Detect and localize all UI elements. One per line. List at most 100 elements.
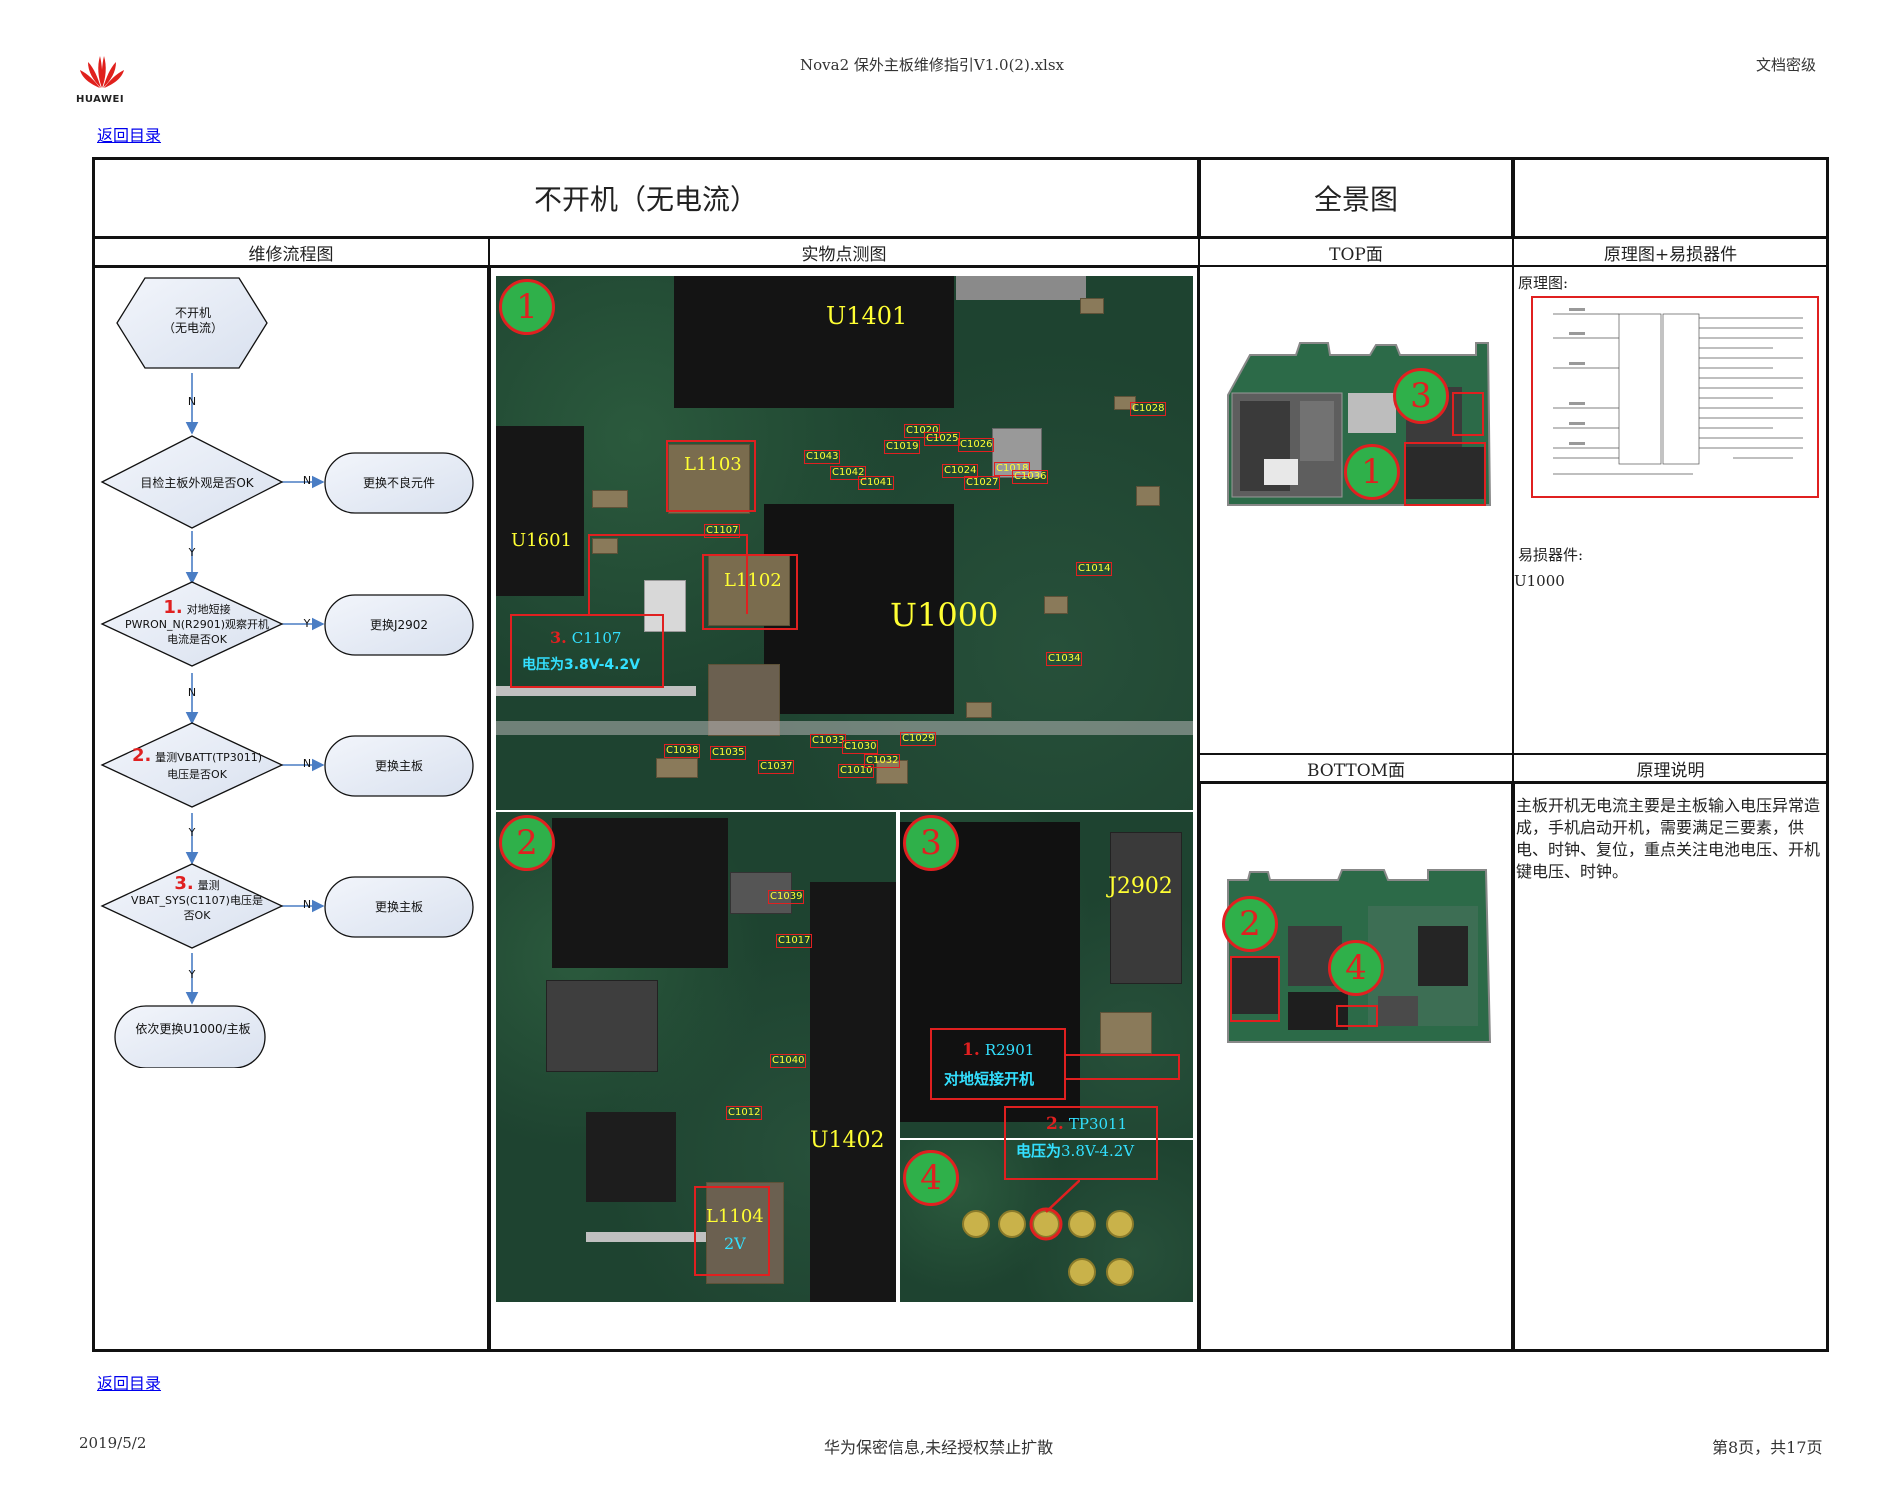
panorama-title-cell: 全景图 [1198,157,1514,239]
flow-label-y-1: Y [188,546,196,559]
col-top-header: TOP面 [1198,237,1514,267]
photo2-l1104-box [694,1186,770,1276]
photo2-l1104: L1104 [706,1206,764,1227]
top-area-3-box [1452,392,1484,436]
footer-page: 第8页，共17页 [1712,1438,1823,1457]
flow-step1-fix-text: 更换J2902 [369,618,429,632]
flow-step2-text: 2. 量测VBATT(TP3011) 电压是否OK [118,745,276,783]
flow-label-n-5: N [302,898,312,911]
vulnerable-parts-label: 易损器件: [1518,546,1584,564]
flow-end-text: 依次更换U1000/主板 [135,1022,251,1036]
flow-step2-num: 2. [131,745,152,766]
photo3-r2901-box [930,1028,1066,1100]
photo1-u1401: U1401 [826,302,908,330]
flow-step3-fix-text: 更换主板 [374,900,423,914]
huawei-petal-icon [80,56,124,88]
flow-step3-text: 3. 量测 VBAT_SYS(C1107)电压是 否OK [112,873,282,923]
photo4-pads [962,1207,1134,1286]
photo3-marker: 3 [903,815,959,871]
footer-date: 2019/5/2 [79,1434,147,1452]
pcb-photo-2 [496,812,896,1302]
flow-label-y-2: Y [303,617,311,630]
schematic-image [1531,296,1819,498]
flow-step2-diamond [100,722,284,808]
top-marker-3: 3 [1393,368,1449,424]
photo1-l1103-box [666,440,756,512]
photo3-tp3011-label: 2. TP3011 [1046,1114,1128,1134]
top-marker-1: 1 [1344,444,1400,500]
photo3-r2901-leader [1064,1054,1180,1080]
tag-c1032: C1032 [864,754,901,768]
tag-c1024: C1024 [942,464,979,478]
col-flow-header: 维修流程图 [92,237,490,267]
photo1-c1107-voltage: 电压为3.8V-4.2V [522,657,641,673]
bottom-marker-2: 2 [1222,896,1278,952]
file-title: Nova2 保外主板维修指引V1.0(2).xlsx [800,56,1065,74]
flow-label-n-3: N [187,686,197,699]
flow-step1-text: 1. 对地短接 PWRON_N(R2901)观察开机 电流是否OK [118,597,276,647]
flow-step2-fix-text: 更换主板 [374,759,423,773]
pcb-photo-1 [496,276,1193,810]
tag-c1034: C1034 [1046,652,1083,666]
photo1-c1107-box [510,614,664,688]
tag-c1036: C1036 [1012,470,1049,484]
tag-c1038: C1038 [664,744,701,758]
flow-step0-diamond [100,435,284,529]
flow-start-text: 不开机 （无电流） [162,306,223,335]
bottom-marker-4: 4 [1328,940,1384,996]
explain-cell [1512,781,1829,1352]
flow-step2-fix [324,735,474,797]
photo1-u1000: U1000 [890,596,999,634]
footer-notice: 华为保密信息,未经授权禁止扩散 [824,1438,1054,1457]
photo2-l1104-voltage: 2V [724,1234,746,1253]
tag-c1035: C1035 [710,746,747,760]
flow-end [114,1005,266,1068]
photo1-l1103: L1103 [684,454,742,475]
flow-step2-label: 量测VBATT(TP3011) 电压是否OK [155,751,263,781]
principle-explanation: 主板开机无电流主要是主板输入电压异常造成，手机启动开机，需要满足三要素，供电、时… [1516,796,1821,881]
flow-label-n-2: N [302,474,312,487]
photo1-u1601: U1601 [511,530,572,551]
flow-step0-fix-text: 更换不良元件 [362,476,435,490]
col-bottom-header: BOTTOM面 [1198,753,1514,783]
photo3-tp3011-note: 电压为3.8V-4.2V [1016,1142,1135,1160]
flow-step1-label: 对地短接 PWRON_N(R2901)观察开机 电流是否OK [125,603,269,646]
back-to-contents-link-bottom[interactable]: 返回目录 [97,1374,162,1393]
huawei-logo-text: HUAWEI [76,94,125,105]
tag-c1017: C1017 [776,934,813,948]
photo3-r2901-note: 对地短接开机 [944,1070,1035,1088]
tag-c1028: C1028 [1130,402,1167,416]
photo2-marker: 2 [499,815,555,871]
flow-step3-num: 3. [174,873,194,894]
back-to-contents-link-top[interactable]: 返回目录 [97,126,162,145]
flow-start-hexagon [116,277,268,369]
tag-c1042: C1042 [830,466,867,480]
tag-c1019: C1019 [884,440,921,454]
bottom-area-2-box [1230,956,1280,1022]
flow-step0-text: 目检主板外观是否OK [140,476,254,490]
huawei-logo: HUAWEI [76,52,128,105]
vulnerable-parts-value: U1000 [1514,572,1565,590]
photo1-l1102: L1102 [724,570,782,591]
photo1-c1107-label: 3. C1107 [550,628,622,647]
schematic-label: 原理图: [1518,274,1569,292]
photo4-leader [1045,1180,1080,1213]
flow-step1-num: 1. [163,597,183,618]
tag-c1020: C1020 [904,424,941,438]
flow-step3-diamond [100,863,284,949]
photo3-tp3011-box [1004,1106,1158,1180]
flow-step3-fix [324,876,474,938]
tag-c1012: C1012 [726,1106,763,1120]
classification-label: 文档密级 [1756,56,1817,74]
bottom-area-4-box [1336,1005,1378,1027]
photo1-c1107-connector [588,534,748,614]
flowchart [100,277,474,1068]
col-photo-header: 实物点测图 [488,237,1200,267]
tag-c1040: C1040 [770,1054,807,1068]
top-area-1-box [1404,442,1486,506]
title-cell: 不开机（无电流） [92,157,1200,239]
tag-c1027: C1027 [964,476,1001,490]
tag-c1025: C1025 [924,432,961,446]
photo4-marker: 4 [903,1150,959,1206]
tag-c1026: C1026 [958,438,995,452]
